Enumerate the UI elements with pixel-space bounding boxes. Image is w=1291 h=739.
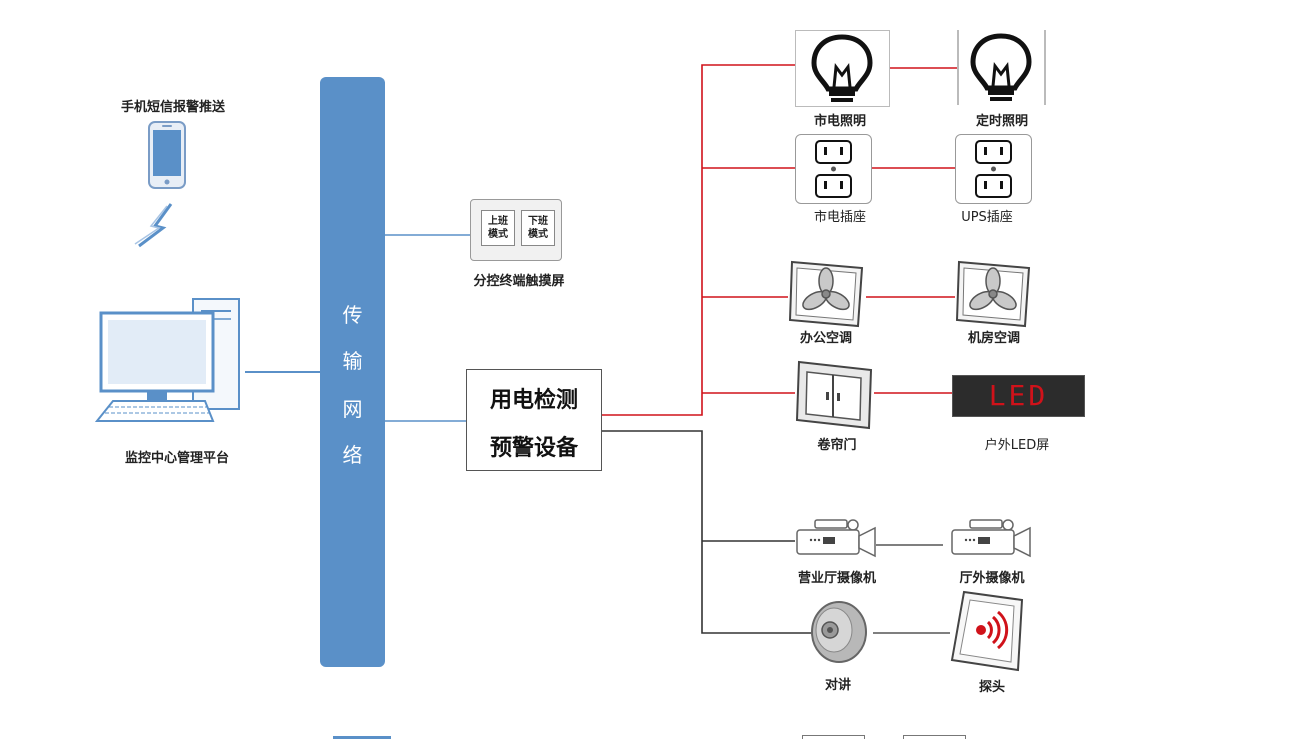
off-work-mode-button[interactable]: 下班 模式 bbox=[521, 210, 555, 246]
timer-light-tile bbox=[957, 30, 1047, 105]
led-screen-label: 户外LED屏 bbox=[984, 438, 1050, 453]
bus-char-1: 传 bbox=[342, 303, 363, 327]
phone-icon bbox=[148, 121, 186, 189]
power-monitor-device: 用电检测 预警设备 bbox=[466, 369, 602, 471]
off-work-mode-line1: 下班 bbox=[528, 216, 548, 227]
bottom-fragment-blue bbox=[333, 736, 391, 739]
led-screen-text: LED bbox=[988, 379, 1049, 412]
room-ac-label: 机房空调 bbox=[967, 331, 1021, 346]
power-socket-icon bbox=[815, 140, 852, 198]
bus-char-3: 网 bbox=[342, 397, 363, 421]
led-screen-display: LED bbox=[952, 375, 1085, 417]
bus-char-4: 络 bbox=[342, 443, 363, 467]
city-light-tile bbox=[795, 30, 890, 107]
bottom-fragment-box-2 bbox=[903, 735, 966, 739]
touchscreen-panel: 上班 模式 下班 模式 bbox=[470, 199, 562, 261]
timer-light-label: 定时照明 bbox=[975, 114, 1029, 129]
security-trunk bbox=[602, 430, 812, 634]
bus-char-2: 输 bbox=[342, 349, 363, 373]
touchscreen-label: 分控终端触摸屏 bbox=[473, 274, 565, 289]
intercom-label: 对讲 bbox=[824, 678, 852, 693]
probe-label: 探头 bbox=[978, 680, 1006, 695]
power-trunk bbox=[602, 64, 795, 416]
outdoor-camera-label: 厅外摄像机 bbox=[959, 571, 1025, 586]
city-socket-label: 市电插座 bbox=[813, 210, 867, 225]
office-ac-label: 办公空调 bbox=[799, 331, 853, 346]
city-light-label: 市电照明 bbox=[813, 114, 867, 129]
camera-icon bbox=[951, 519, 1031, 558]
hall-camera-label: 营业厅摄像机 bbox=[797, 571, 877, 586]
platform-label: 监控中心管理平台 bbox=[124, 451, 230, 466]
camera-icon bbox=[796, 519, 876, 558]
sms-label: 手机短信报警推送 bbox=[120, 100, 226, 115]
light-bulb-icon bbox=[957, 30, 1046, 105]
shutter-door-icon bbox=[795, 360, 873, 430]
work-mode-line2: 模式 bbox=[488, 229, 508, 240]
bottom-fragment-box-1 bbox=[802, 735, 865, 739]
room-ac-fan-icon bbox=[955, 260, 1031, 328]
transmission-network-bus: 传 输 网 络 bbox=[320, 77, 385, 667]
intercom-icon bbox=[811, 601, 867, 663]
work-mode-line1: 上班 bbox=[488, 216, 508, 227]
ups-socket-tile bbox=[955, 134, 1032, 204]
ups-socket-label: UPS插座 bbox=[961, 210, 1013, 225]
power-socket-icon bbox=[975, 140, 1012, 198]
city-socket-tile bbox=[795, 134, 872, 204]
center-line-2: 预警设备 bbox=[489, 436, 578, 461]
probe-sensor-icon bbox=[950, 590, 1024, 672]
off-work-mode-line2: 模式 bbox=[528, 229, 548, 240]
office-ac-fan-icon bbox=[788, 260, 864, 328]
wireless-signal-icon bbox=[134, 203, 173, 248]
center-line-1: 用电检测 bbox=[489, 388, 578, 413]
work-mode-button[interactable]: 上班 模式 bbox=[481, 210, 515, 246]
light-bulb-icon bbox=[811, 34, 873, 102]
computer-icon bbox=[95, 298, 240, 422]
shutter-label: 卷帘门 bbox=[817, 438, 857, 453]
